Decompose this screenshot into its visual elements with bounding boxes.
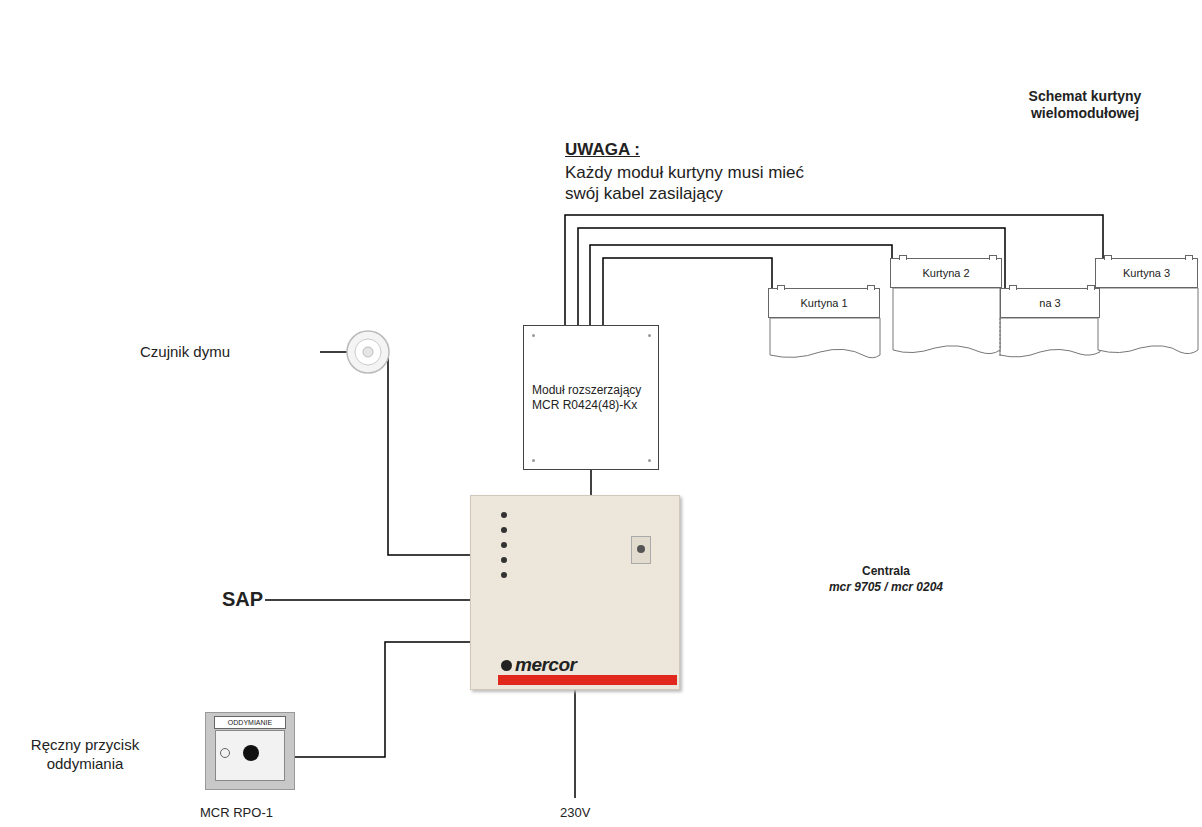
label-wrap: Każdy moduł kurtyny musi mieć swój kabel… (565, 162, 815, 204)
connector-line (295, 642, 470, 757)
mounting-clip (1104, 255, 1112, 260)
curtain-name: na 3 (1039, 297, 1060, 309)
indicator (220, 748, 230, 758)
key-hole (637, 545, 645, 553)
connector-line (565, 215, 1103, 325)
connector (603, 258, 772, 325)
connector (578, 228, 1005, 325)
curtain-module: Kurtyna 3 (1095, 258, 1198, 288)
logo-wrap: mercor (515, 654, 576, 676)
label-wrap: Czujnik dymu (140, 343, 230, 360)
key-switch (631, 536, 651, 564)
smoke-detector-icon (347, 331, 389, 373)
wire (265, 599, 470, 601)
curtain-name: Kurtyna 1 (800, 297, 847, 309)
screw-dot (648, 459, 651, 462)
connector (295, 642, 470, 757)
note-label: Każdy moduł kurtyny musi mieć swój kabel… (565, 162, 815, 204)
screw-dot (532, 459, 535, 462)
mounting-clip (1009, 285, 1017, 290)
mounting-clip (777, 285, 785, 290)
diagram-title: Schemat kurtyny wielomodułowej (1010, 88, 1160, 122)
curtain-fabric (1098, 288, 1198, 354)
manual-call-point: ODDYMIANIE (205, 712, 295, 790)
note-label: 230V (560, 805, 590, 820)
note-label: SAP (222, 588, 263, 611)
mounting-clip (989, 255, 997, 260)
mounting-clip (867, 285, 875, 290)
sign-text: ODDYMIANIE (228, 719, 272, 727)
connector (591, 470, 592, 495)
panel-title: Centrala (801, 564, 971, 578)
expansion-module-box: Moduł rozszerzający MCR R0424(48)-Kx (523, 325, 659, 470)
note-label: Czujnik dymu (140, 343, 230, 360)
note-label: Ręczny przycisk oddymiania (10, 735, 160, 773)
logo-mark (501, 660, 512, 671)
curtain-fabric (893, 288, 1000, 354)
curtain-name: Kurtyna 2 (922, 267, 969, 279)
curtain-module: na 3 (1000, 288, 1100, 318)
mounting-clip (1185, 255, 1193, 260)
wire (574, 690, 576, 798)
call-point-face (215, 730, 285, 781)
curtain-seam (1000, 318, 1001, 358)
status-led (501, 542, 507, 548)
curtain-module: Kurtyna 2 (890, 258, 1002, 288)
module-name: Moduł rozszerzający MCR R0424(48)-Kx (532, 383, 650, 413)
push-button (243, 745, 259, 761)
status-led (501, 512, 507, 518)
connector-line (603, 258, 772, 325)
title-wrap: Schemat kurtyny wielomodułowej (1010, 88, 1160, 122)
sign-plate: ODDYMIANIE (214, 716, 286, 729)
label-wrap: 230V (560, 805, 590, 820)
curtain-fabric (770, 318, 880, 358)
note-label: MCR RPO-1 (200, 805, 273, 820)
mounting-clip (899, 255, 907, 260)
label-wrap: SAP (222, 588, 263, 611)
red-strip (498, 675, 677, 685)
screw-dot (648, 334, 651, 337)
connector (565, 215, 1103, 325)
mounting-clip (1087, 285, 1095, 290)
panel-model: mcr 9705 / mcr 0204 (801, 580, 971, 594)
connector-line (590, 470, 592, 495)
status-led (501, 557, 507, 563)
note-label: UWAGA : (565, 140, 640, 160)
connector-line (590, 245, 892, 325)
curtain-module: Kurtyna 1 (768, 288, 880, 318)
connector-line (578, 228, 1005, 325)
connector (590, 245, 892, 325)
control-panel: Centralamcr 9705 / mcr 0204mercor (470, 495, 680, 690)
panel-heading: Centrala mcr 9705 / mcr 0204 (801, 564, 971, 594)
label-wrap: MCR RPO-1 (200, 805, 273, 820)
curtain-fabric (1000, 318, 1100, 357)
label-wrap: UWAGA : (565, 140, 640, 160)
label-wrap: Ręczny przycisk oddymiania (10, 735, 160, 773)
curtain-name: Kurtyna 3 (1123, 267, 1170, 279)
wire (320, 352, 470, 555)
logo-text: mercor (515, 654, 576, 676)
status-leds (501, 512, 507, 587)
status-led (501, 527, 507, 533)
screw-dot (532, 334, 535, 337)
status-led (501, 572, 507, 578)
